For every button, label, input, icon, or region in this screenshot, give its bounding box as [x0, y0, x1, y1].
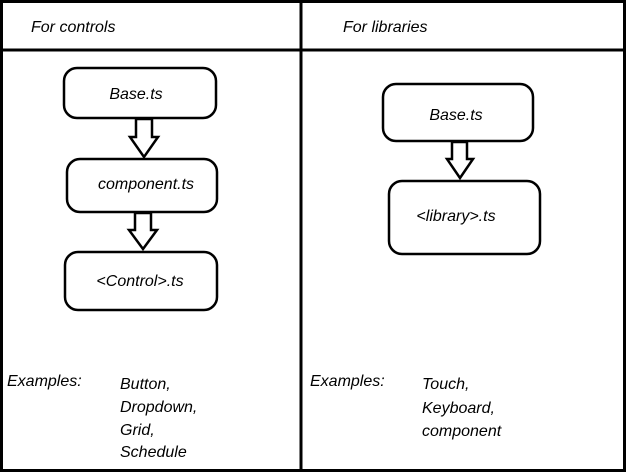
box-base-controls: Base.ts: [62, 66, 218, 120]
box-base-libraries: Base.ts: [381, 82, 535, 143]
example-controls-1: Button,: [120, 376, 171, 393]
box-library-label: <library>.ts: [416, 208, 495, 225]
box-library: <library>.ts: [387, 179, 542, 256]
header-controls: For controls: [31, 19, 115, 36]
box-component: component.ts: [65, 157, 219, 214]
box-base-controls-label: Base.ts: [109, 86, 162, 103]
arrow-down-1: [127, 117, 161, 160]
example-libraries-3: component: [422, 423, 502, 440]
example-controls-2: Dropdown,: [120, 399, 197, 416]
header-libraries: For libraries: [343, 19, 427, 36]
example-libraries-1: Touch,: [422, 376, 469, 393]
example-controls-4: Schedule: [120, 444, 187, 461]
box-control: <Control>.ts: [63, 250, 219, 312]
box-component-label: component.ts: [98, 176, 194, 193]
arrow-down-2: [126, 211, 160, 252]
example-controls-3: Grid,: [120, 422, 155, 439]
examples-label-libraries: Examples:: [310, 373, 385, 390]
examples-label-controls: Examples:: [7, 373, 82, 390]
arrow-down-3: [444, 140, 476, 181]
box-control-label: <Control>.ts: [96, 273, 183, 290]
box-base-libraries-label: Base.ts: [429, 107, 482, 124]
example-libraries-2: Keyboard,: [422, 400, 495, 417]
